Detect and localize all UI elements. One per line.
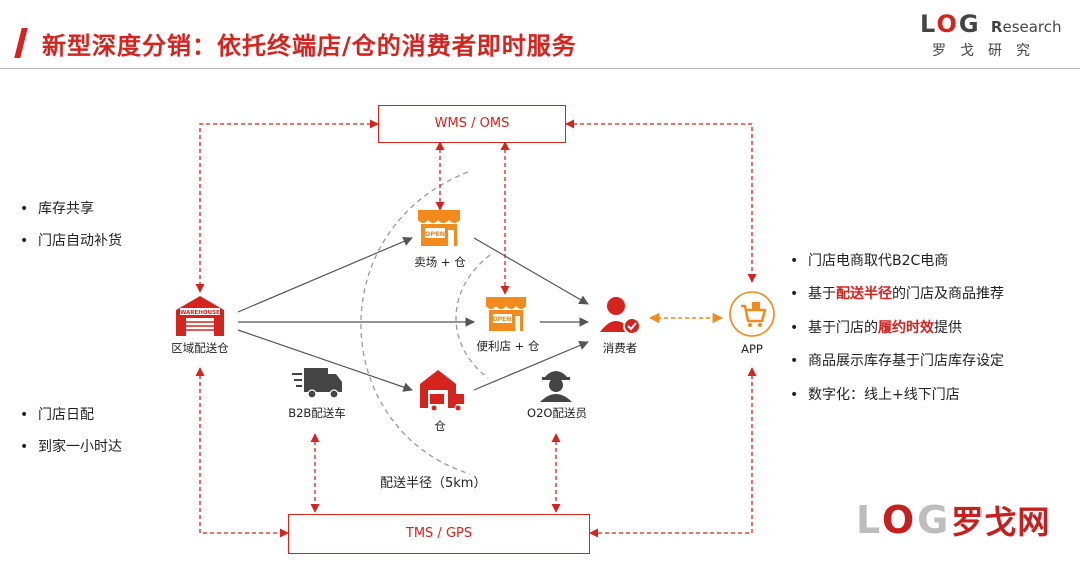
consumer-label: 消费者 xyxy=(602,341,638,355)
watermark-letter-g: G xyxy=(917,498,952,542)
truck-label: B2B配送车 xyxy=(288,406,346,420)
logo-letter-g: G xyxy=(958,10,981,38)
header-divider xyxy=(0,68,1080,69)
bullet-item: 门店日配 xyxy=(20,404,122,424)
arrow-store-large-consumer xyxy=(473,237,589,305)
store-large-icon: OPEN xyxy=(418,210,460,246)
consumer-icon xyxy=(600,297,641,335)
bullet-text: 门店电商取代B2C电商 xyxy=(808,253,949,269)
depot-icon xyxy=(420,370,464,412)
left-bottom-bullets: 门店日配 到家一小时达 xyxy=(20,404,122,468)
warehouse-label: 区域配送仓 xyxy=(171,341,229,355)
tms-link-app xyxy=(589,367,757,538)
watermark-logo: LOG罗戈网 xyxy=(856,497,1050,543)
page-title: 新型深度分销：依托终端店/仓的消费者即时服务 xyxy=(42,32,577,60)
logo-brand-r: R xyxy=(990,18,1003,36)
left-top-bullets: 库存共享 门店自动补货 xyxy=(20,198,122,262)
bullet-item: 基于配送半径的门店及商品推荐 xyxy=(790,283,1004,303)
bullet-text: 商品展示库存基于门店库存设定 xyxy=(808,353,1004,370)
watermark-letter-l: L xyxy=(856,498,882,542)
logo-subtitle: 罗戈研究 xyxy=(932,43,1044,59)
store-large-sign: OPEN xyxy=(425,230,445,238)
logo-brand-rest: esearch xyxy=(1002,18,1062,36)
bullet-item: 库存共享 xyxy=(20,198,122,218)
bullet-highlight: 履约时效 xyxy=(878,319,934,336)
courier-label: O2O配送员 xyxy=(527,406,587,420)
bullet-item: 门店电商取代B2C电商 xyxy=(790,250,1004,270)
bullet-item: 数字化：线上+线下门店 xyxy=(790,384,1004,404)
bullet-text: 的门店及商品推荐 xyxy=(892,286,1004,303)
bullet-text: 基于门店的 xyxy=(808,319,878,336)
wms-oms-box: WMS / OMS xyxy=(378,105,566,143)
warehouse-sign: WAREHOUSE xyxy=(180,310,220,316)
app-icon xyxy=(729,291,775,337)
watermark-letter-o: O xyxy=(881,498,918,542)
depot-label: 仓 xyxy=(434,419,446,433)
bullet-text: 数字化：线上+线下门店 xyxy=(808,386,960,403)
store-small-icon: OPEN xyxy=(486,297,526,331)
watermark-cn: 罗戈网 xyxy=(951,503,1051,541)
store-small-label: 便利店 + 仓 xyxy=(476,339,540,353)
arrow-warehouse-depot xyxy=(237,329,413,392)
logo-brand: Research xyxy=(991,18,1062,36)
tms-gps-box: TMS / GPS xyxy=(288,514,590,554)
tms-link-warehouse xyxy=(195,367,289,538)
right-bullets: 门店电商取代B2C电商 基于配送半径的门店及商品推荐 基于门店的履约时效提供 商… xyxy=(790,250,1004,417)
logo: LOG Research xyxy=(920,10,1062,38)
bullet-text: 提供 xyxy=(934,319,962,336)
store-radius-arc xyxy=(455,254,491,379)
bullet-item: 商品展示库存基于门店库存设定 xyxy=(790,350,1004,370)
wms-link-warehouse xyxy=(195,119,379,293)
delivery-radius-arc xyxy=(360,171,471,475)
store-small-sign: OPEN xyxy=(493,316,512,323)
flow-arrows xyxy=(237,236,589,392)
store-large-label: 卖场 + 仓 xyxy=(414,255,466,269)
logo-letter-l: L xyxy=(920,10,937,38)
logo-letter-o: O xyxy=(936,10,959,38)
wms-link-app xyxy=(565,119,757,283)
bullet-highlight: 配送半径 xyxy=(836,286,892,303)
bullet-item: 门店自动补货 xyxy=(20,230,122,250)
arrow-warehouse-store-large xyxy=(237,236,413,313)
arrow-depot-consumer xyxy=(473,340,589,391)
warehouse-icon: WAREHOUSE xyxy=(176,296,224,336)
bullet-text: 基于 xyxy=(808,286,836,303)
courier-icon xyxy=(540,371,572,402)
bullet-item: 基于门店的履约时效提供 xyxy=(790,317,1004,337)
radius-label: 配送半径（5km） xyxy=(380,476,487,491)
system-links xyxy=(195,119,757,538)
bullet-item: 到家一小时达 xyxy=(20,436,122,456)
truck-icon xyxy=(292,368,342,399)
app-label: APP xyxy=(741,342,763,356)
